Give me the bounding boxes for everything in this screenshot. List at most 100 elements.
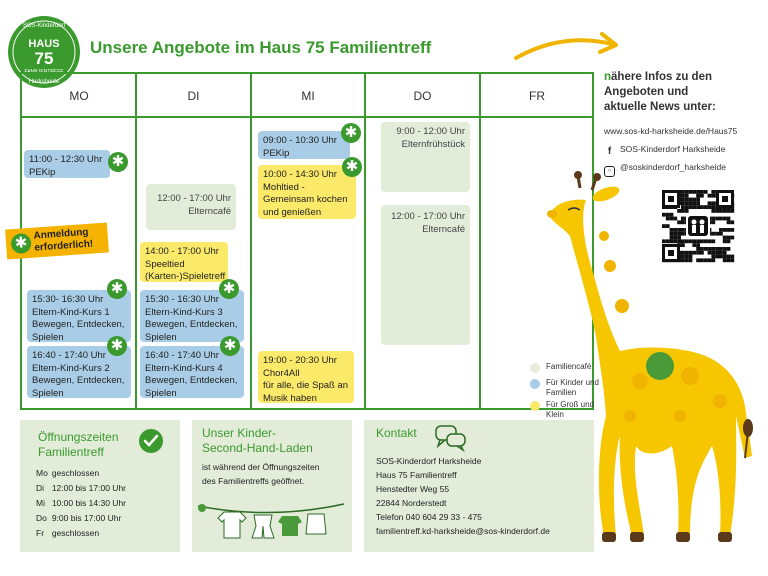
event-detail: und genießen	[263, 206, 322, 218]
event-title: Speeltied	[145, 258, 185, 270]
event-detail: Bewegen, Entdecken,	[145, 375, 238, 386]
event-time: 12:00 - 17:00 Uhr	[157, 193, 231, 204]
second-hand-text: ist während der Öffnungszeiten des Famil…	[202, 460, 320, 488]
contact-details: SOS-Kinderdorf Harksheide Haus 75 Famili…	[376, 454, 550, 538]
info-heading: nähere Infos zu den Angeboten und aktuel…	[604, 70, 754, 115]
event-time: 09:00 - 10:30 Uhr	[263, 135, 337, 146]
logo-text-bottom: Harksheide	[29, 79, 60, 85]
event-detail: für alle, die Spaß an	[263, 380, 349, 391]
event-time: 16:40 - 17:40 Uhr	[32, 350, 106, 361]
event-title: Eltern-Kind-Kurs 1	[32, 306, 110, 318]
schedule-header: MO DI MI DO FR	[22, 74, 592, 118]
registration-star-icon: ✱	[107, 279, 127, 299]
opening-hours-title: Öffnungszeiten Familientreff	[38, 430, 119, 460]
event-mi-mohltied: 10:00 - 14:30 Uhr Mohltied - Gemeinsam k…	[258, 165, 356, 219]
opening-title-line: Familientreff	[38, 445, 104, 459]
facebook-icon: f	[607, 146, 612, 157]
event-di-speeltied: 14:00 - 17:00 Uhr Speeltied (Karten-)Spi…	[140, 242, 228, 282]
instagram-link[interactable]: ○@soskinderdorf_harksheide	[604, 162, 726, 177]
hours-time: 9:00 bis 17:00 Uhr	[51, 513, 122, 523]
registration-star-icon: ✱	[107, 336, 127, 356]
table-row: Fr geschlossen	[36, 526, 130, 541]
page-title: Unsere Angebote im Haus 75 Familientreff	[90, 38, 432, 57]
event-time: 16:40 - 17:40 Uhr	[145, 350, 219, 361]
qr-code[interactable]	[660, 188, 736, 264]
registration-star-icon: ✱	[10, 232, 32, 255]
event-detail: Spielen	[32, 387, 64, 399]
day-monday: MO	[69, 89, 89, 103]
column-divider	[364, 74, 366, 408]
contact-email[interactable]: familientreff.kd-harksheide@sos-kinderdo…	[376, 526, 550, 536]
event-detail: Spielen	[32, 331, 64, 343]
hours-time: geschlossen	[51, 528, 100, 538]
event-title: Mohltied -	[263, 181, 305, 193]
second-hand-text-line: ist während der Öffnungszeiten	[202, 462, 320, 472]
event-time: 15:30 - 16:30 Uhr	[145, 294, 219, 305]
event-time: 19:00 - 20:30 Uhr	[263, 355, 337, 366]
event-title: Elterncafé	[188, 205, 231, 217]
hours-day: Mo	[36, 468, 48, 478]
info-heading-line: Angeboten und	[604, 86, 689, 98]
hours-day: Do	[36, 513, 47, 523]
opening-hours-panel: Öffnungszeiten Familientreff Mo geschloss…	[20, 420, 180, 552]
event-detail: Musik haben	[263, 392, 317, 404]
second-hand-title-line: Unser Kinder-	[202, 426, 277, 440]
event-time: 11:00 - 12:30 Uhr	[29, 154, 103, 165]
table-row: Do 9:00 bis 17:00 Uhr	[36, 511, 130, 526]
opening-hours-table: Mo geschlossen Di 12:00 bis 17:00 Uhr Mi 10…	[36, 466, 130, 541]
event-title: Chor4All	[263, 367, 300, 379]
event-time: 14:00 - 17:00 Uhr	[145, 246, 219, 257]
event-mo-pekip: 11:00 - 12:30 Uhr PEKip	[24, 150, 110, 178]
event-title: PEKip	[263, 147, 290, 159]
event-title: Elterncafé	[422, 223, 465, 235]
second-hand-title: Unser Kinder- Second-Hand-Laden	[202, 426, 313, 456]
contact-line: Haus 75 Familientreff	[376, 470, 457, 480]
hours-day: Mi	[36, 498, 45, 508]
column-divider	[250, 74, 252, 408]
hours-day: Fr	[36, 528, 45, 538]
event-detail: Bewegen, Entdecken,	[32, 375, 125, 386]
website-link[interactable]: www.sos-kd-harksheide.de/Haus75	[604, 126, 738, 136]
event-time: 10:00 - 14:30 Uhr	[263, 169, 337, 180]
legend-item-gross-klein: Für Groß und Klein	[530, 400, 606, 420]
registration-star-icon: ✱	[220, 336, 240, 356]
day-wednesday: MI	[301, 89, 315, 103]
table-row: Di 12:00 bis 17:00 Uhr	[36, 481, 130, 496]
contact-line: 22844 Norderstedt	[376, 498, 447, 508]
column-divider	[479, 74, 481, 408]
contact-phone[interactable]: Telefon 040 604 29 33 - 475	[376, 512, 482, 522]
contact-line: Henstedter Weg 55	[376, 484, 450, 494]
hours-day: Di	[36, 483, 45, 493]
legend-item-kinder-familien: Für Kinder und Familien	[530, 378, 606, 398]
legend-item-familiencafe: Familiencafé	[530, 362, 606, 373]
legend-label: Für Kinder und Familien	[546, 378, 599, 397]
registration-star-icon: ✱	[342, 157, 362, 177]
second-hand-text-line: des Familientreffs geöffnet.	[202, 476, 305, 486]
info-heading-line: ähere Infos zu den	[611, 71, 712, 83]
event-detail: Gemeinsam kochen	[263, 194, 348, 205]
event-time: 12:00 - 17:00 Uhr	[391, 211, 465, 222]
event-detail: Bewegen, Entdecken,	[145, 319, 238, 330]
info-heading-initial: n	[604, 71, 612, 83]
legend-label: Familiencafé	[546, 362, 592, 371]
hours-time: 10:00 bis 14:30 Uhr	[51, 498, 127, 508]
event-title: Elternfrühstück	[401, 138, 465, 150]
logo-text-haus: HAUS	[28, 38, 59, 50]
day-friday: FR	[529, 89, 545, 103]
event-detail: Bewegen, Entdecken,	[32, 319, 125, 330]
clothesline-icon	[197, 503, 345, 539]
day-tuesday: DI	[187, 89, 200, 103]
event-do-elternfruehstueck: 9:00 - 12:00 Uhr Elternfrühstück	[381, 122, 470, 192]
second-hand-title-line: Second-Hand-Laden	[202, 441, 313, 455]
event-detail: Spielen	[145, 331, 177, 343]
legend-swatch	[530, 379, 540, 389]
info-heading-line: aktuelle News unter:	[604, 101, 716, 113]
event-detail: Spielen	[145, 387, 177, 399]
table-row: Mi 10:00 bis 14:30 Uhr	[36, 496, 130, 511]
hours-time: 12:00 bis 17:00 Uhr	[51, 483, 127, 493]
event-do-elterncafe: 12:00 - 17:00 Uhr Elterncafé	[381, 205, 470, 345]
event-mi-pekip: 09:00 - 10:30 Uhr PEKip	[258, 131, 350, 159]
giraffe-illustration	[547, 171, 753, 542]
event-title: PEKip	[29, 166, 56, 178]
